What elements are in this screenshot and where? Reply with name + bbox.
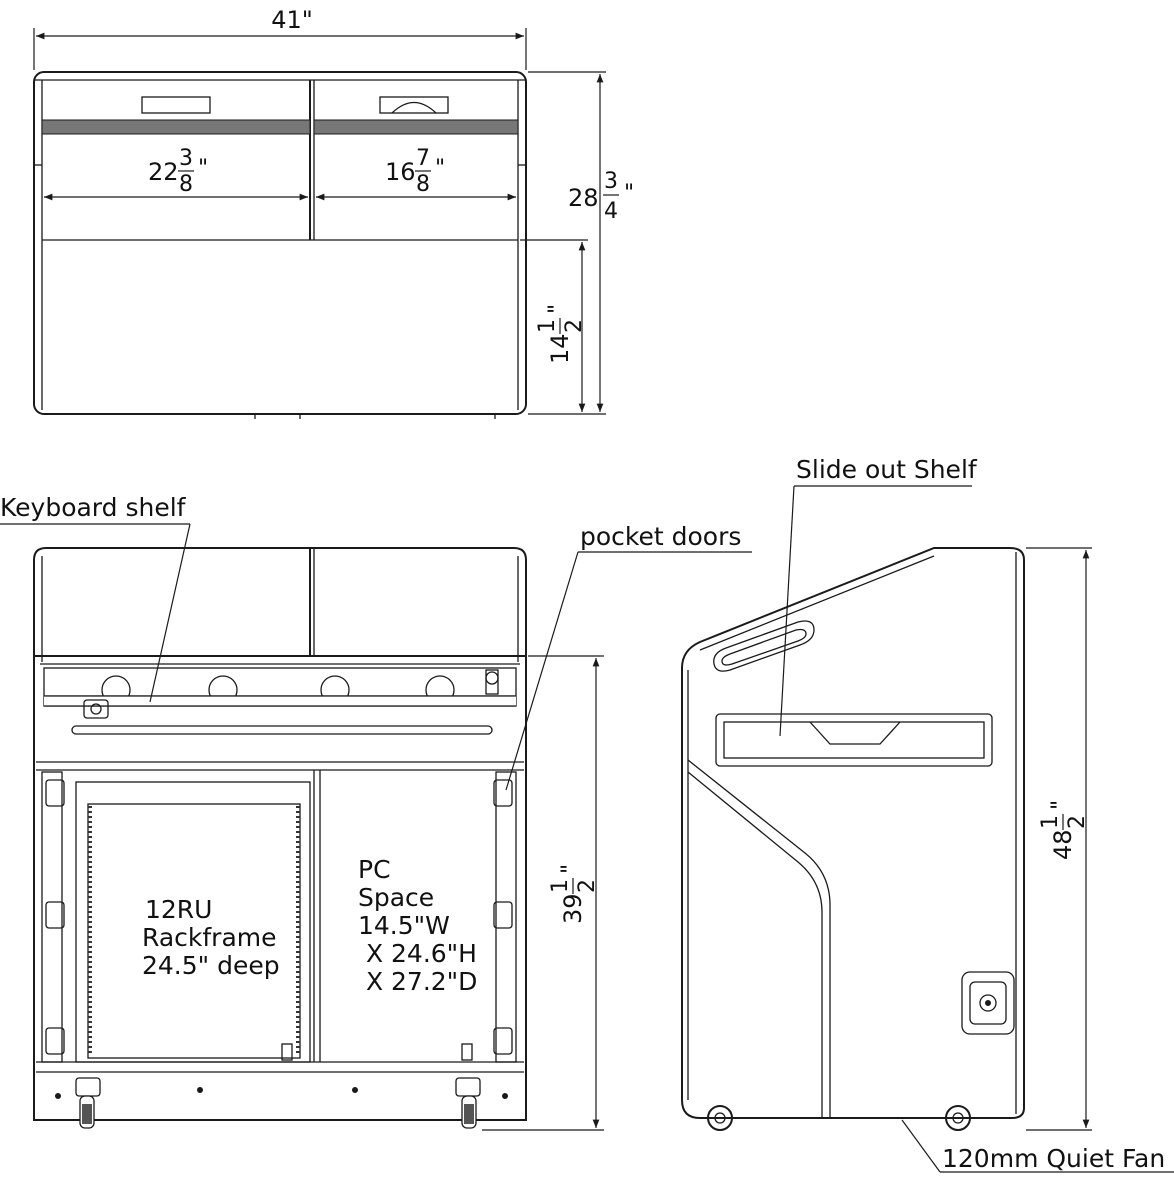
side-height-whole: 48 bbox=[1049, 829, 1077, 860]
rack-label-line2: Rackframe bbox=[142, 923, 277, 952]
top-view: 41" 22 3 8 " 16 7 8 " 28 3 4 " bbox=[33, 6, 634, 419]
left-shelf-width-unit: " bbox=[198, 156, 208, 181]
lower-depth-dim: 14 1 2 " bbox=[535, 304, 587, 364]
side-height-dim: 48 1 2 " bbox=[1038, 800, 1090, 860]
front-height-num: 1 bbox=[548, 879, 573, 893]
front-height-whole: 39 bbox=[559, 893, 587, 924]
side-wheels bbox=[707, 1105, 971, 1131]
slide-out-shelf-callout: Slide out Shelf bbox=[796, 455, 978, 484]
top-handle-right bbox=[379, 96, 449, 114]
right-shelf-width-unit: " bbox=[435, 156, 445, 181]
overall-depth-dim: 28 3 4 " bbox=[568, 169, 634, 224]
caster-right bbox=[455, 1077, 481, 1129]
top-handle-left bbox=[141, 96, 211, 114]
side-view: Slide out Shelf 120mm Quiet Fan 48 1 2 " bbox=[681, 455, 1174, 1173]
right-shelf-width-num: 7 bbox=[416, 146, 430, 171]
pc-label-line4: X 24.6"H bbox=[358, 939, 477, 968]
lower-depth-den: 2 bbox=[562, 319, 587, 333]
caster-left bbox=[75, 1077, 101, 1129]
side-height-num: 1 bbox=[1038, 815, 1063, 829]
right-shelf-width-den: 8 bbox=[416, 172, 430, 197]
overall-depth-unit: " bbox=[624, 181, 634, 206]
pc-label-line1: PC bbox=[358, 855, 391, 884]
rack-frame: 12RU Rackframe 24.5" deep bbox=[41, 771, 311, 1063]
side-height-den: 2 bbox=[1065, 815, 1090, 829]
lower-depth-unit: " bbox=[545, 304, 570, 314]
slide-out-shelf bbox=[715, 713, 993, 767]
side-height-unit: " bbox=[1048, 800, 1073, 810]
overall-depth-num: 3 bbox=[604, 169, 618, 194]
pocket-doors-callout: pocket doors bbox=[580, 522, 741, 551]
side-lock bbox=[961, 971, 1015, 1035]
front-base bbox=[36, 1061, 524, 1129]
right-shelf-width-dim: 16 7 8 " bbox=[385, 146, 445, 197]
rack-label-line1: 12RU bbox=[145, 895, 212, 924]
front-height-den: 2 bbox=[575, 879, 600, 893]
front-view: 12RU Rackframe 24.5" deep PC Space 14.5"… bbox=[0, 493, 752, 1131]
left-shelf-width-dim: 22 3 8 " bbox=[148, 146, 208, 197]
overall-width-label: 41" bbox=[271, 6, 313, 34]
front-height-unit: " bbox=[558, 864, 583, 874]
lower-depth-whole: 14 bbox=[546, 333, 574, 364]
pc-label-line2: Space bbox=[358, 883, 434, 912]
overall-depth-whole: 28 bbox=[568, 184, 599, 212]
fan-callout: 120mm Quiet Fan bbox=[942, 1144, 1165, 1173]
side-handle bbox=[713, 620, 815, 672]
keyboard-shelf-callout: Keyboard shelf bbox=[0, 493, 187, 522]
keyboard-shelf bbox=[43, 667, 517, 735]
pc-label-line5: X 27.2"D bbox=[358, 967, 477, 996]
left-shelf-width-whole: 22 bbox=[148, 158, 179, 186]
left-shelf-width-den: 8 bbox=[179, 172, 193, 197]
overall-depth-den: 4 bbox=[604, 199, 618, 224]
front-view-outline bbox=[33, 547, 527, 1121]
pc-label-line3: 14.5"W bbox=[358, 911, 450, 940]
left-shelf-width-num: 3 bbox=[179, 146, 193, 171]
pc-space: PC Space 14.5"W X 24.6"H X 27.2"D bbox=[313, 770, 517, 1063]
rack-label-line3: 24.5" deep bbox=[142, 951, 280, 980]
front-height-dim: 39 1 2 " bbox=[548, 864, 600, 924]
side-view-outline bbox=[681, 547, 1025, 1119]
top-view-outline bbox=[33, 71, 527, 415]
lower-depth-num: 1 bbox=[535, 319, 560, 333]
right-shelf-width-whole: 16 bbox=[385, 158, 416, 186]
